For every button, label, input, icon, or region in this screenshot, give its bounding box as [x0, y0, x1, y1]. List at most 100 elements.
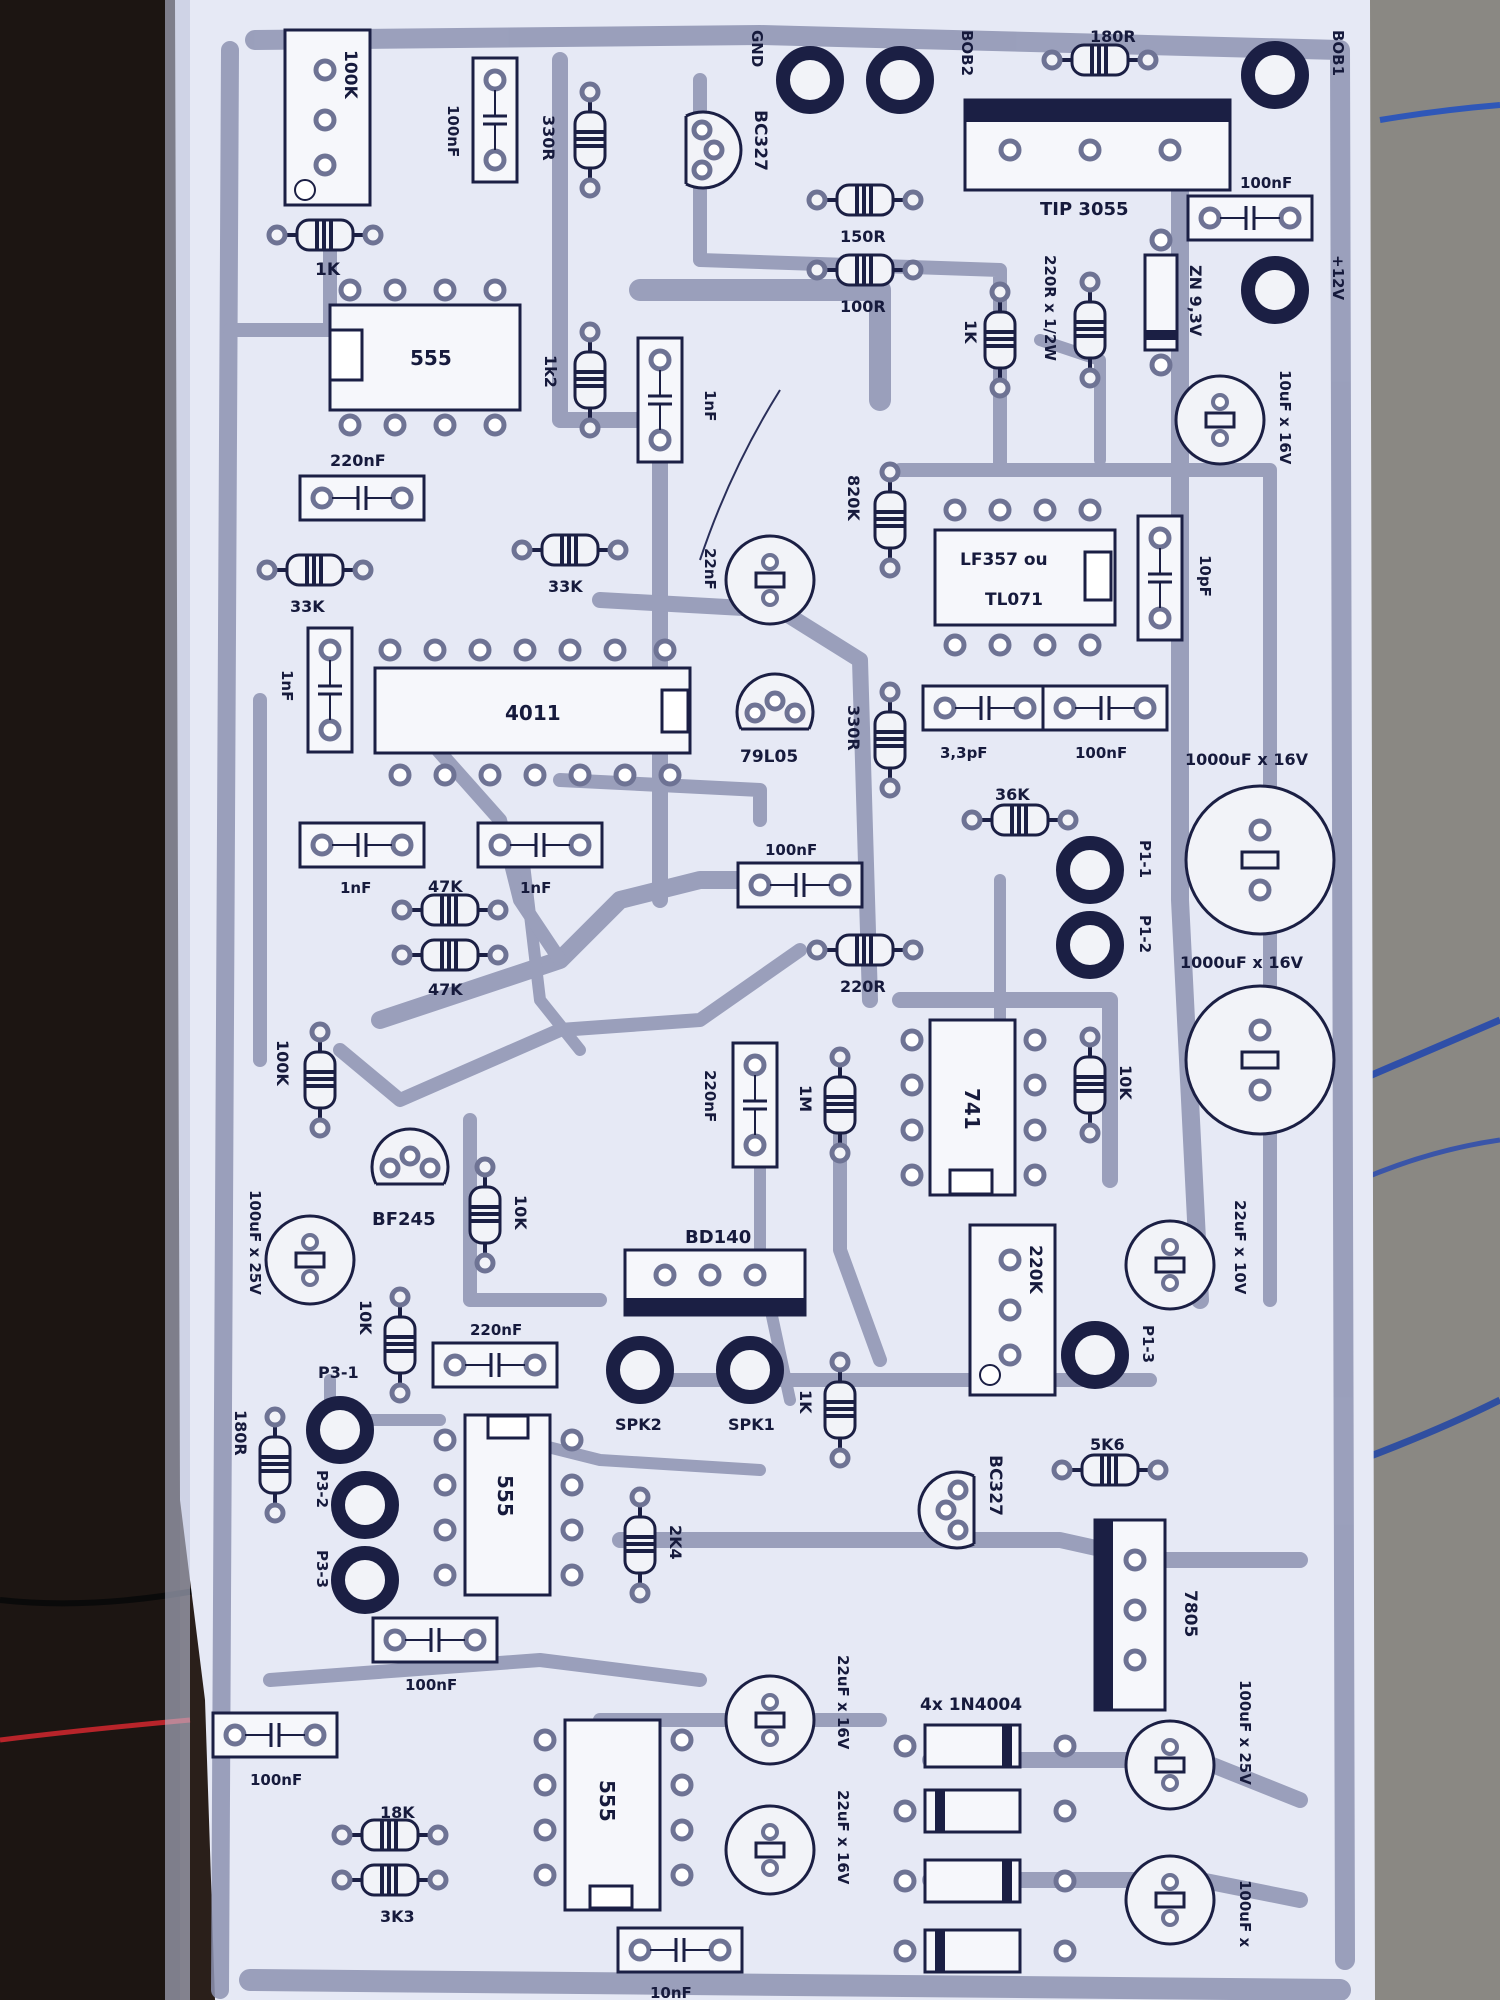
r-150r-label: 150R: [840, 227, 886, 246]
trimmer-100k-label: 100K: [340, 50, 360, 99]
c-10uf-16v-label: 10uF x 16V: [1276, 370, 1294, 465]
trimmer-100k: 100K: [283, 28, 372, 207]
c-100nf-mid-label: 100nF: [765, 841, 817, 859]
ic-555-top-label: 555: [410, 346, 452, 370]
c-22uf-10v-label: 22uF x 10V: [1231, 1200, 1249, 1295]
pad-p1-2: [1063, 918, 1117, 972]
c-1nf-top-label: 1nF: [701, 390, 719, 421]
ic-4011-label: 4011: [505, 701, 561, 725]
r-47k-a-label: 47K: [428, 877, 463, 896]
c-100uf-25v-right-label: 100uF x 25V: [1236, 1680, 1254, 1785]
pad-bob2-label: BOB2: [958, 30, 976, 76]
c-100nf-top-right-label: 100nF: [1240, 174, 1292, 192]
c-1000uf-a-label: 1000uF x 16V: [1185, 750, 1309, 769]
r-180r-top-label: 180R: [1090, 27, 1136, 46]
pad-p3-3-label: P3-3: [313, 1550, 331, 1588]
r-33k-right-label: 33K: [548, 577, 583, 596]
c-1nf-b-label: 1nF: [520, 879, 551, 897]
ic-741-label: 741: [960, 1088, 984, 1130]
cap-100nf-mid-right: [1043, 686, 1167, 730]
cap-1nf-top: [638, 338, 682, 462]
r-47k-b-label: 47K: [428, 980, 463, 999]
r-36k-label: 36K: [995, 785, 1030, 804]
c-100nf-top-left-label: 100nF: [444, 105, 462, 157]
pad-p3-3: [338, 1553, 392, 1607]
diode-4: [896, 1928, 1074, 1974]
pad-spk1: [723, 1343, 777, 1397]
diode-3: [896, 1858, 1074, 1904]
trimmer-220k-label: 220K: [1025, 1245, 1045, 1294]
power-transistor-tip3055: TIP 3055: [963, 98, 1232, 220]
ic-555-bottom-label: 555: [595, 1780, 619, 1822]
c-22nf-label: 22nF: [701, 548, 719, 590]
ic-lf357-tl071: LF357 ou TL071: [933, 501, 1117, 654]
r-1k-mid-label: 1K: [961, 320, 980, 344]
red-wire-left: [0, 1717, 191, 1743]
trimmer-220k: 220K: [968, 1223, 1057, 1397]
tip3055-label: TIP 3055: [1040, 199, 1129, 220]
r-33k-left-label: 33K: [290, 597, 325, 616]
ic-tl071-label: TL071: [985, 590, 1043, 610]
r-1k-top-label: 1K: [315, 260, 341, 280]
bf245-label: BF245: [372, 1209, 436, 1230]
c-10pf-label: 10pF: [1196, 555, 1214, 597]
r-180r-left-label: 180R: [231, 1410, 250, 1456]
bd140-label: BD140: [685, 1227, 751, 1248]
cap-220nf-mid: [733, 1043, 777, 1167]
pad-spk1-label: SPK1: [728, 1415, 775, 1434]
ic-555-bottom: 555: [536, 1718, 691, 1912]
r-3k3-label: 3K3: [380, 1907, 415, 1926]
cap-220nf-top: [300, 476, 424, 520]
electrolytic-100uf-25v-left: [264, 1214, 356, 1306]
pad-p1-2-label: P1-2: [1136, 915, 1154, 953]
cap-3-3pf: [923, 686, 1047, 730]
electrolytic-22uf-10v: [1124, 1219, 1216, 1311]
electrolytic-100uf-right: [1124, 1854, 1216, 1946]
pen-mark: [699, 389, 781, 561]
c-10nf-label: 10nF: [650, 1984, 692, 2000]
cap-100nf-top-left: [473, 58, 517, 182]
cap-10pf: [1138, 516, 1182, 640]
c-220nf-top-label: 220nF: [330, 451, 386, 470]
pad-spk2: [613, 1343, 667, 1397]
pad-bob2: [873, 53, 927, 107]
electrolytic-10uf-16v: [1174, 374, 1266, 466]
c-22uf-16v-a-label: 22uF x 16V: [834, 1655, 852, 1750]
r-10k-mid-label: 10K: [511, 1195, 530, 1230]
electrolytic-22uf-16v-b: [724, 1804, 816, 1896]
c-100nf-low-label: 100nF: [405, 1676, 457, 1694]
diode-1n4004-array: 4x 1N4004: [896, 1695, 1074, 1974]
c-100nf-mid-right-label: 100nF: [1075, 744, 1127, 762]
c-1000uf-b-label: 1000uF x 16V: [1180, 953, 1304, 972]
electrolytic-22nf: [724, 534, 816, 626]
c-3-3pf-label: 3,3pF: [940, 744, 988, 762]
electrolytic-1000uf-a: [1186, 786, 1334, 934]
cap-1nf-a: [300, 823, 424, 867]
ic-lf357-label: LF357 ou: [960, 550, 1048, 570]
r-1m-label: 1M: [796, 1085, 815, 1112]
pad-p3-1-label: P3-1: [318, 1363, 359, 1382]
electrolytic-22uf-16v-a: [724, 1674, 816, 1766]
regulator-7805: 7805: [1093, 1518, 1200, 1712]
c-100uf-25v-left-label: 100uF x 25V: [246, 1190, 264, 1295]
zener-label: ZN 9,3V: [1186, 265, 1205, 337]
pad-gnd: [783, 53, 837, 107]
r-330r-top-label: 330R: [539, 115, 558, 161]
r-2k4-label: 2K4: [666, 1525, 685, 1560]
cap-100nf-top-right: [1188, 196, 1312, 240]
r-18k-label: 18K: [380, 1803, 415, 1822]
pad-p3-2-label: P3-2: [313, 1470, 331, 1508]
pad-p1-3: [1068, 1328, 1122, 1382]
diode-2: [896, 1788, 1074, 1834]
79l05-label: 79L05: [740, 747, 798, 767]
pad-bob1: [1248, 48, 1302, 102]
pad-p3-1: [313, 1403, 367, 1457]
cap-100nf-bottom-left: [213, 1713, 337, 1757]
cap-100nf-low: [373, 1618, 497, 1662]
c-1nf-left-label: 1nF: [278, 670, 296, 701]
power-transistor-bd140: BD140: [623, 1227, 807, 1317]
c-22uf-16v-b-label: 22uF x 16V: [834, 1790, 852, 1885]
r-10k-left-label: 10K: [356, 1300, 375, 1335]
ic-555-top: 555: [328, 281, 522, 434]
